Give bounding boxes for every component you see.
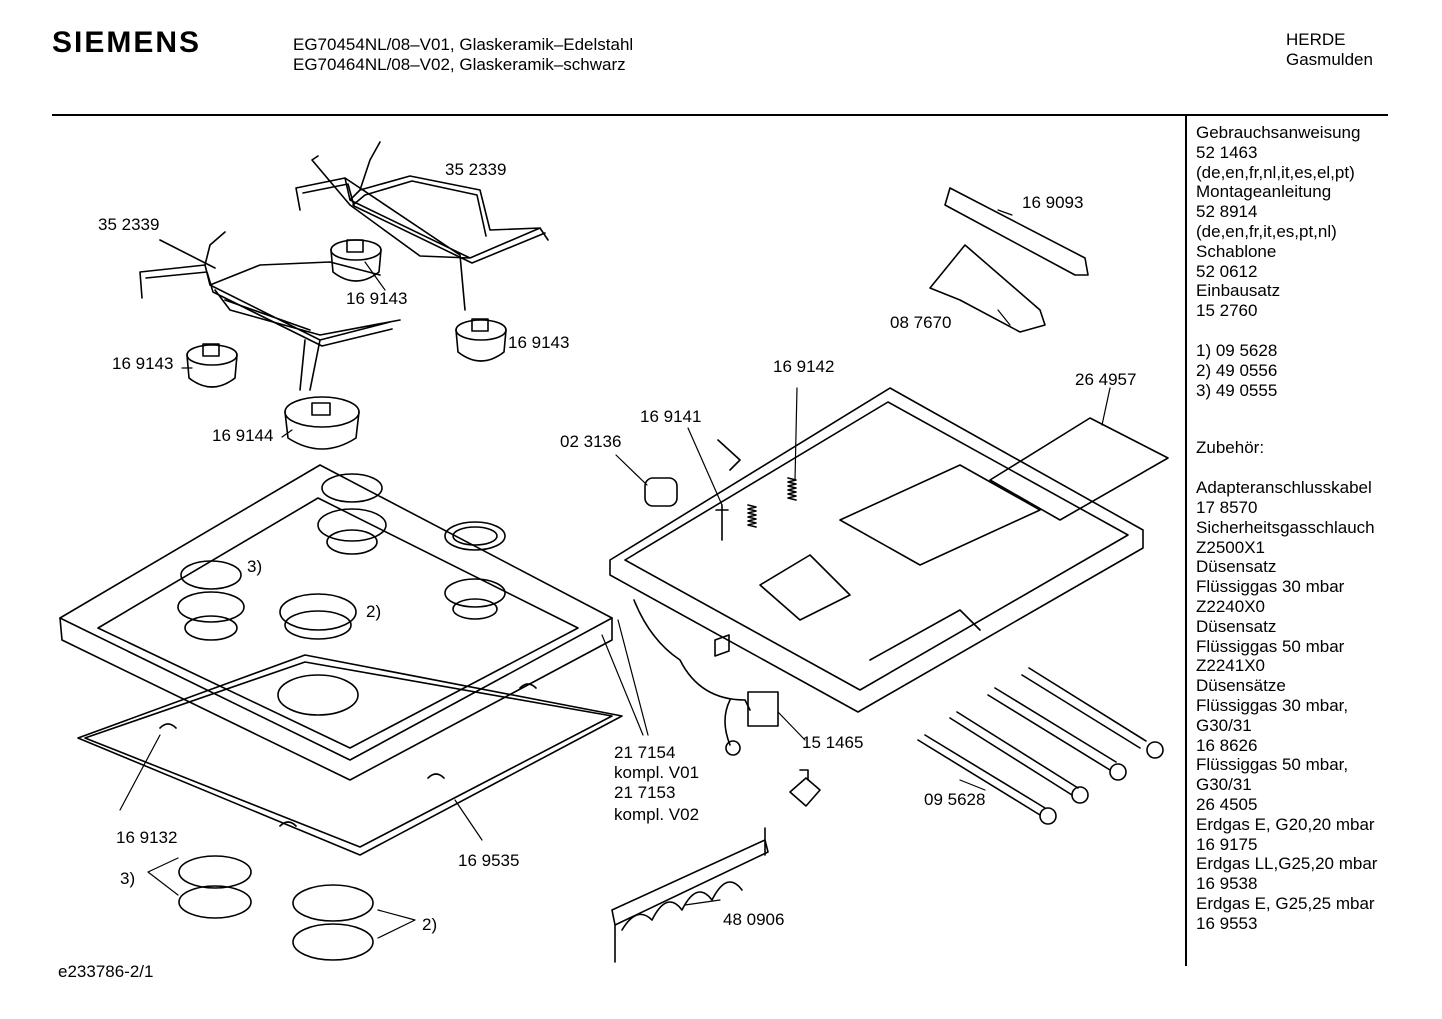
callout-glass-top-4: kompl. V02 <box>614 805 699 824</box>
accessory-item: Düsensätze <box>1196 676 1286 696</box>
callout-nozzles: 09 5628 <box>924 790 985 809</box>
accessory-item: Z2500X1 <box>1196 537 1265 557</box>
accessory-item: 16 9175 <box>1196 834 1258 854</box>
sidebar-divider <box>1185 116 1187 966</box>
accessory-item: Erdgas LL,G25,20 mbar <box>1196 854 1378 874</box>
doc-item: Gebrauchsanweisung <box>1196 123 1361 142</box>
mounting-rail <box>611 827 769 963</box>
category-line-1: HERDE <box>1286 30 1346 49</box>
knob-large <box>284 396 360 450</box>
callout-knob-b: 16 9143 <box>508 333 569 352</box>
note-item: 2) 49 0556 <box>1196 360 1278 380</box>
fixing-bracket <box>944 187 1089 276</box>
accessory-item: 26 4505 <box>1196 794 1258 814</box>
callout-glass-top-3: 21 7153 <box>614 783 675 802</box>
callout-labels: 35 2339 35 2339 16 9143 16 9143 16 9143 … <box>98 160 1136 934</box>
callout-note-2-upper: 2) <box>366 602 381 621</box>
callout-note-3-upper: 3) <box>247 557 262 576</box>
accessory-item: Flüssiggas 50 mbar, <box>1196 755 1349 775</box>
gasket-ring-3 <box>178 855 252 919</box>
callout-rail: 48 0906 <box>723 910 784 929</box>
knob-a <box>330 239 382 282</box>
doc-item: 52 1463 <box>1196 142 1258 162</box>
callout-note-3-lower: 3) <box>120 869 135 888</box>
injector-nozzles <box>917 667 1164 825</box>
doc-item: (de,en,fr,nl,it,es,el,pt) <box>1196 162 1355 182</box>
gas-valve <box>644 477 678 507</box>
burner-tray <box>609 387 1169 713</box>
callout-spring: 16 9142 <box>773 357 834 376</box>
pan-support-grate-right <box>295 141 549 311</box>
callout-note-2-lower: 2) <box>422 915 437 934</box>
doc-item: (de,en,fr,it,es,pt,nl) <box>1196 221 1337 241</box>
doc-item: Einbausatz <box>1196 281 1281 301</box>
parts-sidebar: Gebrauchsanweisung 52 1463 (de,en,fr,nl,… <box>1196 123 1377 933</box>
model-line-2: EG70464NL/08–V02, Glaskeramik–schwarz <box>293 55 626 74</box>
callout-knob-a: 16 9143 <box>346 289 407 308</box>
accessory-item: Erdgas E, G25,25 mbar <box>1196 893 1375 913</box>
accessory-item: Düsensatz <box>1196 616 1277 636</box>
callout-glass-top-1: 21 7154 <box>614 743 675 762</box>
mounting-clamp <box>929 244 1046 333</box>
accessory-item: Erdgas E, G20,20 mbar <box>1196 814 1375 834</box>
callout-knob-large: 16 9144 <box>212 426 273 445</box>
category-line-2: Gasmulden <box>1286 50 1373 69</box>
accessory-item: G30/31 <box>1196 715 1252 735</box>
knob-b <box>455 318 507 362</box>
leader-lines <box>119 209 1111 939</box>
callout-glass-top-2: kompl. V01 <box>614 763 699 782</box>
doc-item: 15 2760 <box>1196 301 1258 321</box>
callout-tray: 26 4957 <box>1075 370 1136 389</box>
callout-thermo: 16 9141 <box>640 407 701 426</box>
wire-harness <box>633 599 779 756</box>
accessory-item: Flüssiggas 50 mbar <box>1196 636 1345 656</box>
callout-valve: 02 3136 <box>560 432 621 451</box>
doc-item: Montageanleitung <box>1196 182 1332 202</box>
accessory-title: Zubehör: <box>1196 438 1265 458</box>
header-divider <box>52 114 1388 116</box>
note-item: 1) 09 5628 <box>1196 340 1278 360</box>
accessory-item: 16 9538 <box>1196 874 1258 894</box>
model-header: EG70454NL/08–V01, Glaskeramik–Edelstahl … <box>293 35 633 75</box>
accessory-item: Düsensatz <box>1196 557 1277 577</box>
doc-item: Schablone <box>1196 241 1277 261</box>
drawing-code: e233786-2/1 <box>58 962 154 981</box>
doc-item: 52 8914 <box>1196 202 1258 222</box>
brand-logo: SIEMENS <box>52 26 202 59</box>
callout-clip: 16 9132 <box>116 828 177 847</box>
callout-connector: 15 1465 <box>802 733 863 752</box>
callout-seal: 16 9535 <box>458 851 519 870</box>
accessory-item: Flüssiggas 30 mbar, <box>1196 695 1349 715</box>
knob-c <box>186 343 238 388</box>
category-header: HERDE Gasmulden <box>1286 30 1373 70</box>
pan-support-grate-left <box>139 231 401 391</box>
callout-grate-right: 35 2339 <box>445 160 506 179</box>
glass-top-plate <box>59 464 613 781</box>
thermocouple <box>715 439 741 541</box>
callout-bracket: 16 9093 <box>1022 193 1083 212</box>
accessory-item: Sicherheitsgasschlauch <box>1196 517 1375 537</box>
accessory-item: 16 9553 <box>1196 913 1258 933</box>
seal-frame <box>77 654 623 856</box>
callout-grate-left: 35 2339 <box>98 215 159 234</box>
accessory-item: Adapteranschlusskabel <box>1196 478 1372 498</box>
accessory-item: Z2241X0 <box>1196 656 1265 676</box>
accessory-item: Z2240X0 <box>1196 596 1265 616</box>
callout-clamp: 08 7670 <box>890 313 951 332</box>
ignition-clip <box>789 769 821 807</box>
spring-pair <box>747 477 797 528</box>
accessory-item: 16 8626 <box>1196 735 1258 755</box>
gasket-ring-2 <box>292 884 374 961</box>
model-line-1: EG70454NL/08–V01, Glaskeramik–Edelstahl <box>293 35 634 54</box>
callout-knob-c: 16 9143 <box>112 354 173 373</box>
accessory-item: 17 8570 <box>1196 497 1258 517</box>
accessory-item: Flüssiggas 30 mbar <box>1196 577 1345 597</box>
doc-item: 52 0612 <box>1196 261 1258 281</box>
accessory-item: G30/31 <box>1196 775 1252 795</box>
note-item: 3) 49 0555 <box>1196 380 1278 400</box>
